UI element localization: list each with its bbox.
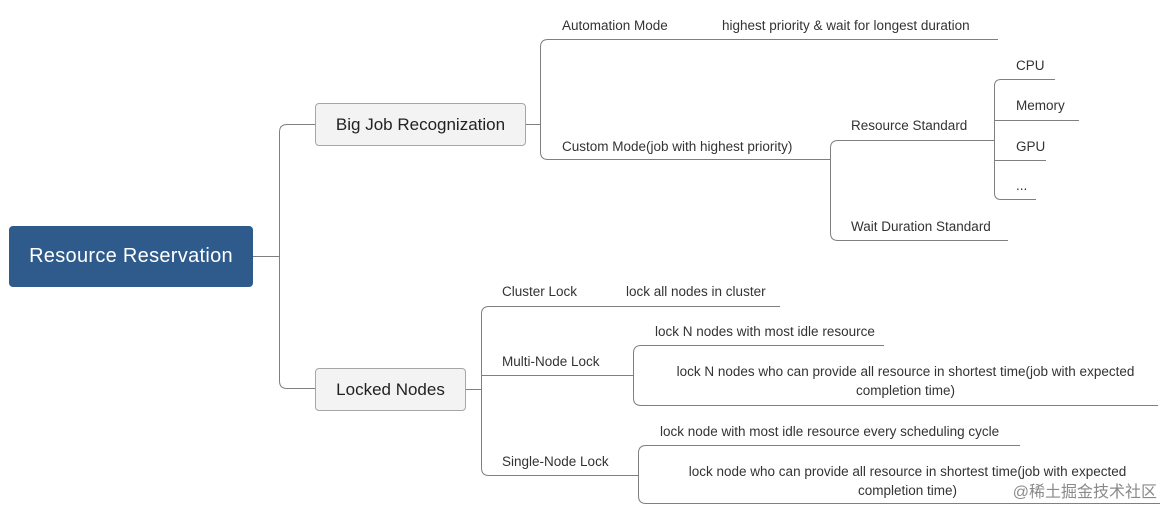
resource-item-cpu: CPU xyxy=(1016,58,1045,73)
resource-standard-label: Resource Standard xyxy=(851,118,968,133)
resource-item-memory: Memory xyxy=(1016,98,1065,113)
wait-duration-standard-label: Wait Duration Standard xyxy=(851,219,991,234)
single-node-lock-detail-idle: lock node with most idle resource every … xyxy=(660,424,1000,439)
automation-mode-detail: highest priority & wait for longest dura… xyxy=(722,18,970,33)
cluster-lock-label: Cluster Lock xyxy=(502,284,578,299)
multi-node-lock-detail-shortest: lock N nodes who can provide all resourc… xyxy=(676,364,1135,398)
locked-nodes-node[interactable]: Locked Nodes xyxy=(315,368,466,411)
multi-node-lock-detail-idle: lock N nodes with most idle resource xyxy=(655,324,875,339)
single-node-lock-label: Single-Node Lock xyxy=(502,454,609,469)
big-job-recognization-label: Big Job Recognization xyxy=(335,114,506,134)
automation-mode-label: Automation Mode xyxy=(562,18,668,33)
single-node-lock-detail-shortest: lock node who can provide all resource i… xyxy=(688,464,1127,498)
resource-item-ellipsis: ... xyxy=(1016,178,1028,193)
big-job-recognization-node[interactable]: Big Job Recognization xyxy=(315,103,526,146)
custom-mode-label: Custom Mode(job with highest priority) xyxy=(562,139,793,154)
watermark-text: @稀土掘金技术社区 xyxy=(1012,484,1157,501)
multi-node-lock-label: Multi-Node Lock xyxy=(502,354,600,369)
root-node[interactable]: Resource Reservation xyxy=(9,226,253,287)
resource-item-gpu: GPU xyxy=(1016,139,1046,154)
cluster-lock-detail: lock all nodes in cluster xyxy=(626,284,766,299)
locked-nodes-label: Locked Nodes xyxy=(336,379,445,399)
root-node-label: Resource Reservation xyxy=(29,245,233,267)
